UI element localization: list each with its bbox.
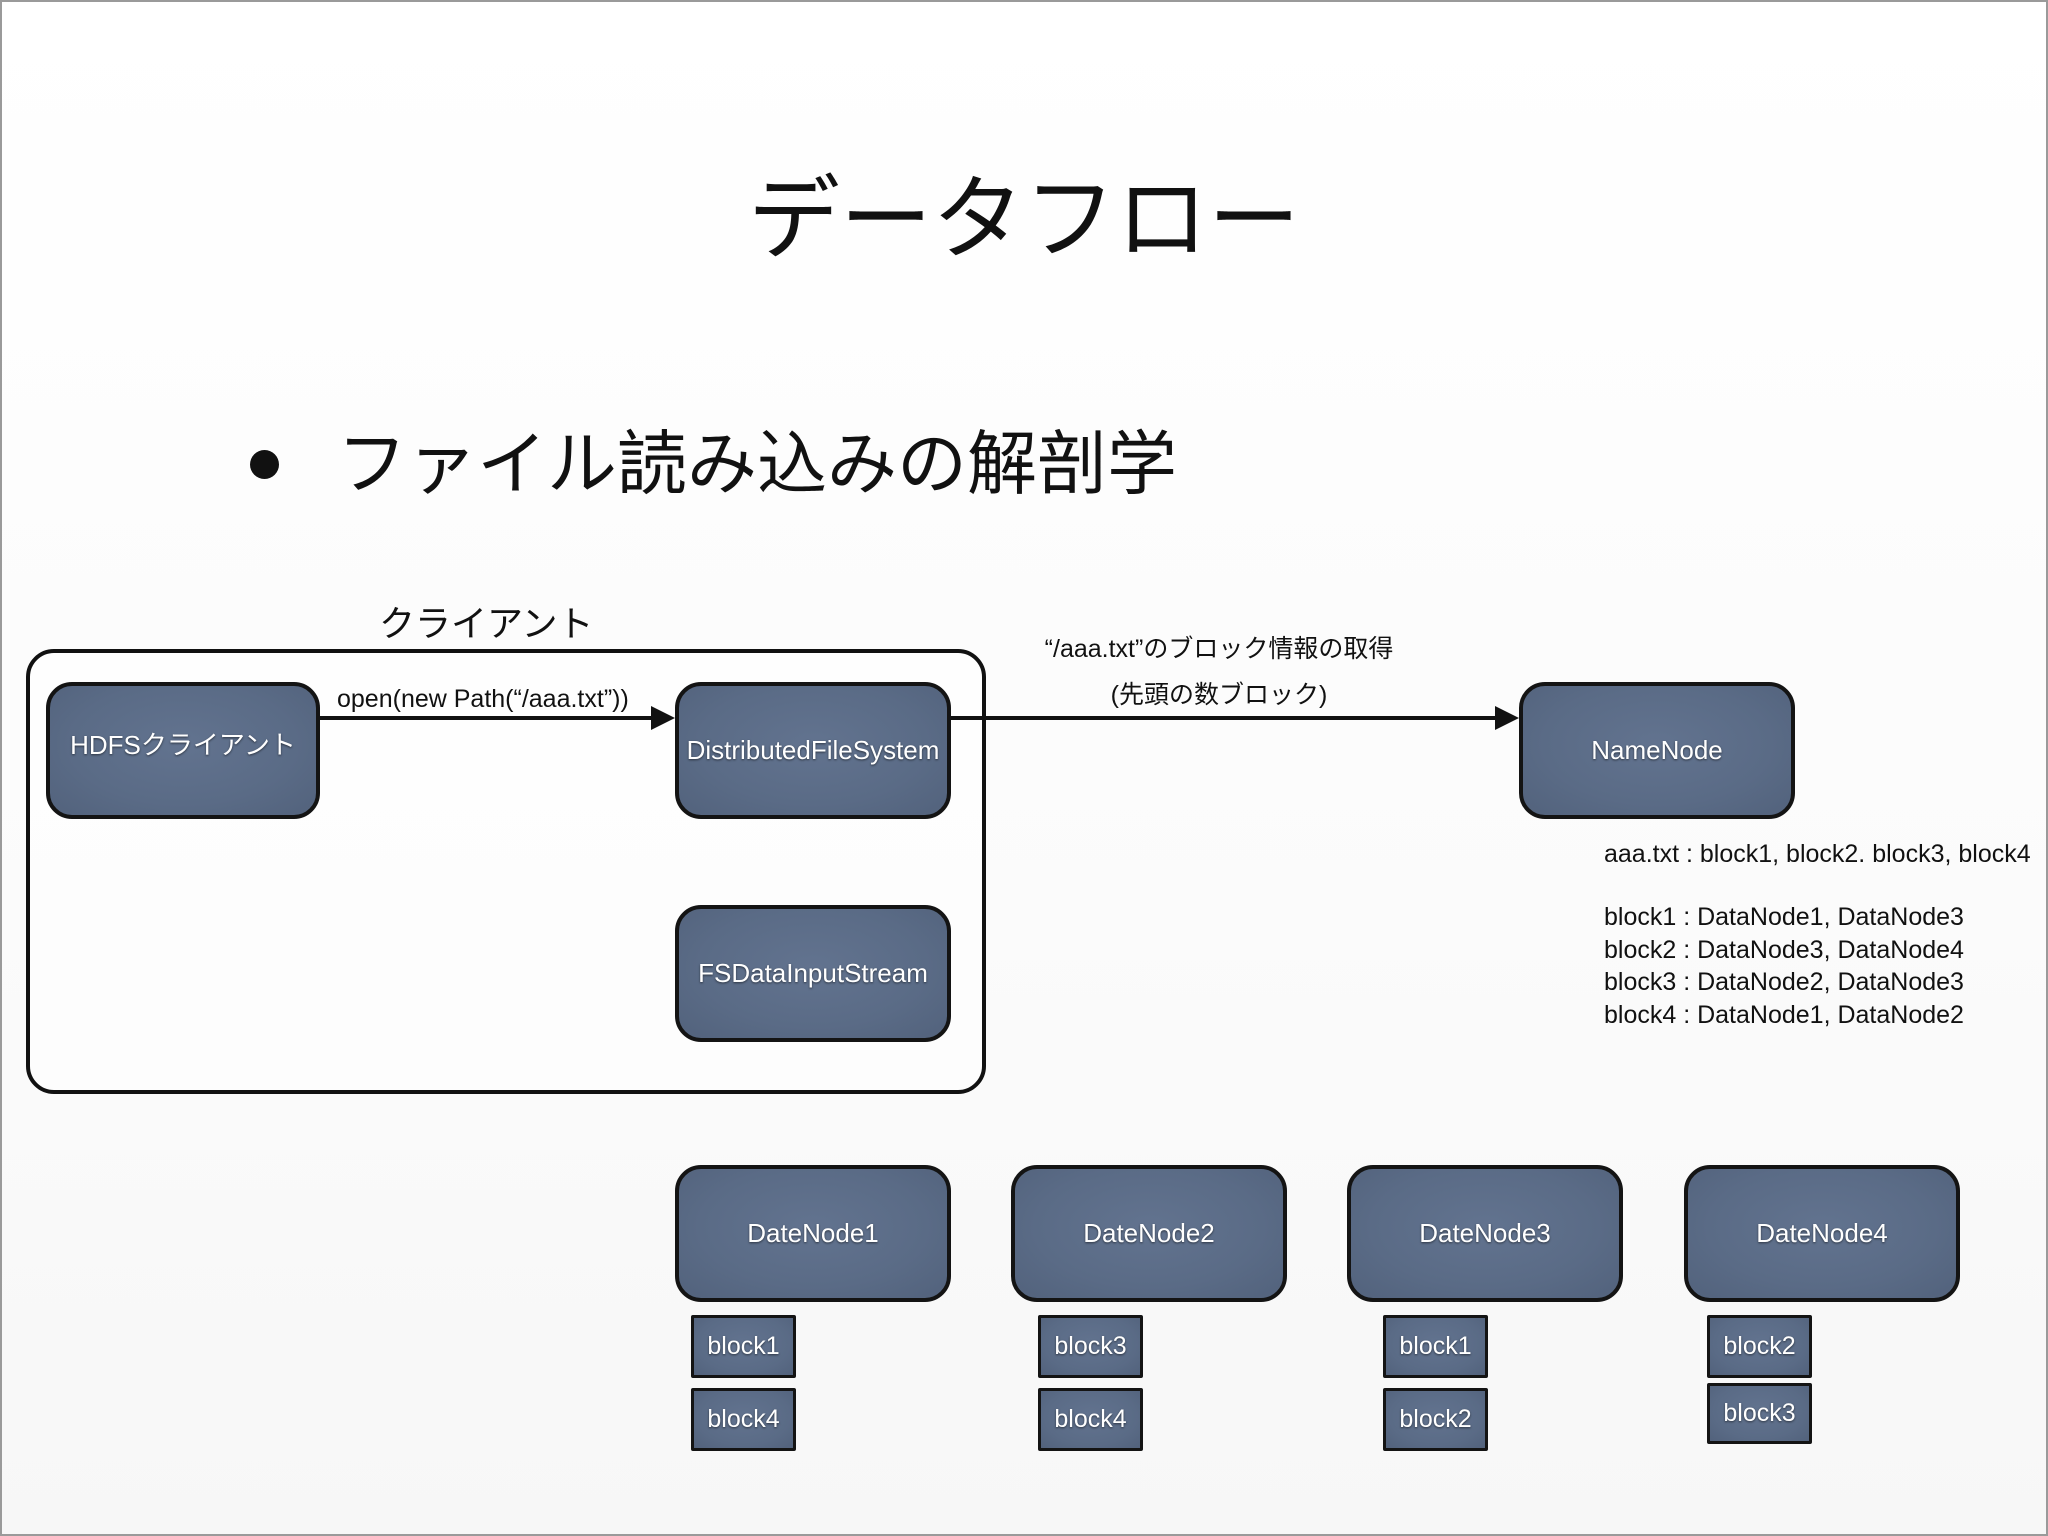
namenode-label: NameNode (1591, 735, 1723, 765)
datanode-1: DateNode1 (675, 1165, 951, 1302)
datanode-4: DateNode4 (1684, 1165, 1960, 1302)
block-location-item: block1 : DataNode1, DataNode3 (1604, 903, 1964, 931)
namenode-node: NameNode (1519, 682, 1795, 819)
hdfs-client-label: HDFSクライアント (70, 730, 296, 760)
fs-data-input-stream-label: FSDataInputStream (698, 958, 928, 988)
namenode-file-blocks: aaa.txt : block1, block2. block3, block4 (1604, 840, 2031, 868)
block-location-item: block3 : DataNode2, DataNode3 (1604, 968, 1964, 997)
block-box: block1 (691, 1315, 796, 1378)
namenode-block-locations: block1 : DataNode1, DataNode3 block2 : D… (1604, 901, 1964, 1031)
block-location-item: block4 : DataNode1, DataNode2 (1604, 1000, 1964, 1029)
block-location-item: block2 : DataNode3, DataNode4 (1604, 935, 1964, 964)
datanode-3: DateNode3 (1347, 1165, 1623, 1302)
client-group-label: クライアント (379, 603, 594, 644)
block-box: block3 (1707, 1383, 1812, 1444)
block-box: block2 (1707, 1315, 1812, 1378)
slide-title: データフロー (747, 169, 1300, 271)
block-info-label: “/aaa.txt”のブロック情報の取得 (1044, 635, 1394, 663)
block-box: block1 (1383, 1315, 1488, 1378)
distributed-filesystem-node: DistributedFileSystem (675, 682, 951, 819)
block-box: block2 (1383, 1388, 1488, 1451)
datanode-label: DateNode3 (1419, 1218, 1551, 1248)
datanode-label: DateNode1 (747, 1218, 879, 1248)
block-box: block4 (1038, 1388, 1143, 1451)
datanode-label: DateNode4 (1756, 1218, 1888, 1248)
datanode-label: DateNode2 (1083, 1218, 1215, 1248)
bullet-text: ファイル読み込みの解剖学 (337, 425, 1177, 503)
fs-data-input-stream-node: FSDataInputStream (675, 905, 951, 1042)
datanode-2: DateNode2 (1011, 1165, 1287, 1302)
bullet-icon (250, 450, 279, 479)
block-box: block4 (691, 1388, 796, 1451)
distributed-filesystem-label: DistributedFileSystem (686, 735, 940, 765)
open-call-label: open(new Path(“/aaa.txt”)) (337, 685, 629, 713)
block-info-sublabel: (先頭の数ブロック) (1110, 681, 1328, 709)
block-box: block3 (1038, 1315, 1143, 1378)
hdfs-client-node: HDFSクライアント (46, 682, 320, 819)
